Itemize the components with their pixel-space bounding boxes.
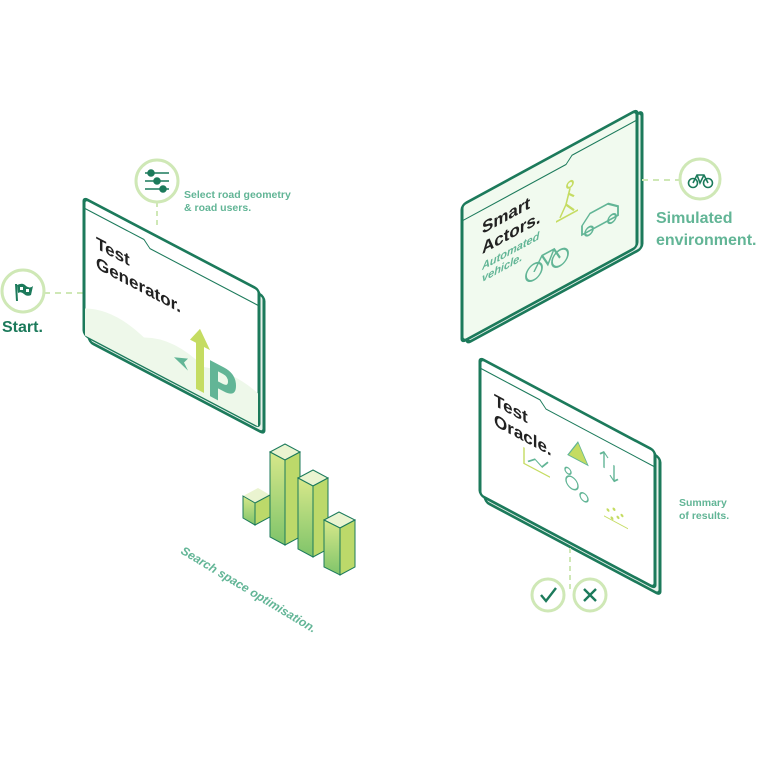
select-node[interactable]: Select road geometry & road users. [134,158,291,226]
summary-label-line1: Summary [679,497,727,509]
scatter-icon [604,507,628,530]
pass-verdict-button[interactable] [530,577,566,613]
check-icon [540,587,557,603]
sort-icon [599,450,619,483]
select-label-line1: Select road geometry [184,189,291,201]
cross-icon [583,588,597,602]
simulated-label-line1: Simulated [656,210,732,227]
bar-4 [322,511,357,576]
pedestrian-icon [556,179,578,223]
pyramid-icon [567,441,589,467]
line-plot-icon [523,447,550,478]
car-icon [581,202,619,237]
select-label-line2: & road users. [184,202,251,214]
checkered-flag-icon [15,283,33,302]
search-bars-chart [242,443,357,576]
start-label: Start. [2,319,43,336]
bicycle-icon [525,247,569,283]
smart-actors-panel[interactable]: Smart Actors. Automated vehicle. [460,107,644,346]
bar-2 [268,443,302,546]
search-label: Search space optimisation. [178,544,318,636]
sliders-icon [145,169,169,193]
simulated-node[interactable]: Simulated environment. [642,157,756,249]
fail-verdict-button[interactable] [572,577,608,613]
summary-label-line2: of results. [679,510,729,522]
start-node[interactable]: Start. [0,268,84,336]
simulated-label-line2: environment. [656,232,756,249]
network-icon [564,466,589,503]
test-generator-panel[interactable]: Test Generator. [82,197,266,434]
bar-1 [242,488,271,526]
test-oracle-panel[interactable]: Test Oracle. [478,357,662,595]
bicycle-icon [687,174,714,189]
